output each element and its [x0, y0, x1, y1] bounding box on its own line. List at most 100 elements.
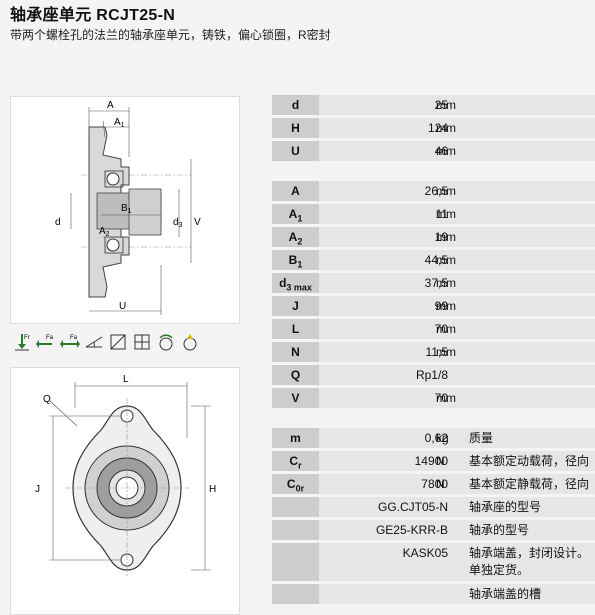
spec-key: A1	[272, 204, 319, 224]
axial-load-both-icon: Fa	[60, 332, 80, 352]
label-V: V	[194, 217, 201, 228]
spec-key: Cr	[272, 451, 319, 471]
spec-value: 70	[434, 391, 448, 405]
symbols-row: Fr Fa Fa	[12, 332, 200, 354]
spec-key: A	[272, 181, 319, 201]
spec-value: 14900	[414, 454, 448, 468]
spec-key: C0r	[272, 474, 319, 494]
front-drawing-panel: L Q J H	[10, 367, 240, 615]
spec-key: Q	[272, 365, 319, 385]
spec-unit: N	[436, 477, 445, 491]
spec-description: 质量	[469, 431, 494, 445]
label-A1: A1	[114, 117, 125, 129]
section-drawing: A A1 B1 A2 d d3 V U	[55, 100, 201, 315]
spec-row: 轴承端盖的槽	[272, 584, 595, 604]
spec-unit: mm	[436, 253, 456, 267]
spec-unit: mm	[436, 184, 456, 198]
spec-key: A2	[272, 227, 319, 247]
spec-unit: mm	[436, 121, 456, 135]
spec-description: 轴承端盖的槽	[469, 587, 542, 601]
spec-unit: mm	[436, 322, 456, 336]
spec-value: 0,62	[424, 431, 448, 445]
spec-key	[272, 520, 319, 540]
spec-description: 轴承端盖，封闭设计。单独定货。	[469, 546, 590, 577]
spec-description: 基本额定静载荷，径向	[469, 477, 590, 491]
spec-key	[272, 584, 319, 604]
spec-value: 124	[427, 121, 448, 135]
part-code: GE25-KRR-B	[375, 523, 448, 537]
label-J: J	[35, 484, 40, 495]
spec-unit: mm	[436, 207, 456, 221]
spec-value: 11	[435, 207, 448, 221]
spec-key: V	[272, 388, 319, 408]
ball-bottom	[106, 238, 120, 252]
label-A2: A2	[99, 226, 110, 238]
label-A: A	[107, 100, 114, 111]
spec-value: 37,5	[424, 276, 448, 290]
label-L: L	[123, 374, 129, 385]
spec-description: 轴承的型号	[469, 523, 530, 537]
svg-text:Fr: Fr	[24, 335, 30, 341]
spec-key	[272, 497, 319, 517]
spec-unit: mm	[436, 98, 456, 112]
spec-row: GE25-KRR-B 轴承的型号	[272, 520, 595, 540]
spec-row: Q Rp1/8	[272, 365, 595, 385]
spec-value: 99	[434, 299, 448, 313]
spec-key: J	[272, 296, 319, 316]
part-code: GG.CJT05-N	[377, 500, 448, 514]
spec-value: 11,5	[425, 345, 448, 359]
spec-key: d	[272, 95, 319, 115]
label-Q: Q	[43, 394, 51, 405]
spec-unit: mm	[436, 230, 456, 244]
spec-value: Rp1/8	[415, 368, 448, 382]
spec-unit: kg	[436, 431, 449, 445]
page-subtitle: 带两个螺栓孔的法兰的轴承座单元，铸铁，偏心锁圈，R密封	[10, 28, 331, 42]
spec-unit: mm	[436, 299, 456, 313]
label-H: H	[209, 484, 216, 495]
rotation-icon	[156, 332, 176, 352]
spec-key	[272, 543, 319, 581]
label-B1: B1	[121, 203, 132, 215]
title-block: 轴承座单元 RCJT25-N 带两个螺栓孔的法兰的轴承座单元，铸铁，偏心锁圈，R…	[10, 6, 331, 43]
spec-unit: mm	[436, 391, 456, 405]
spec-value: 44,5	[424, 253, 448, 267]
spec-value: 26,5	[424, 184, 448, 198]
svg-text:Fa: Fa	[46, 335, 54, 341]
spec-value: 70	[434, 322, 448, 336]
spec-key: N	[272, 342, 319, 362]
spec-key: m	[272, 428, 319, 448]
spec-value: 19	[434, 230, 448, 244]
label-U: U	[119, 301, 126, 312]
misalignment-icon	[84, 332, 104, 352]
svg-text:Fa: Fa	[70, 335, 78, 341]
spec-unit: N	[436, 454, 445, 468]
section-drawing-panel: A A1 B1 A2 d d3 V U	[10, 96, 240, 324]
spec-key: U	[272, 141, 319, 161]
spec-unit: mm	[436, 144, 456, 158]
lubrication-icon	[180, 332, 200, 352]
radial-load-icon: Fr	[12, 332, 32, 352]
spec-unit: mm	[436, 276, 456, 290]
housing-icon	[108, 332, 128, 352]
label-d: d	[55, 217, 61, 228]
spec-key: L	[272, 319, 319, 339]
